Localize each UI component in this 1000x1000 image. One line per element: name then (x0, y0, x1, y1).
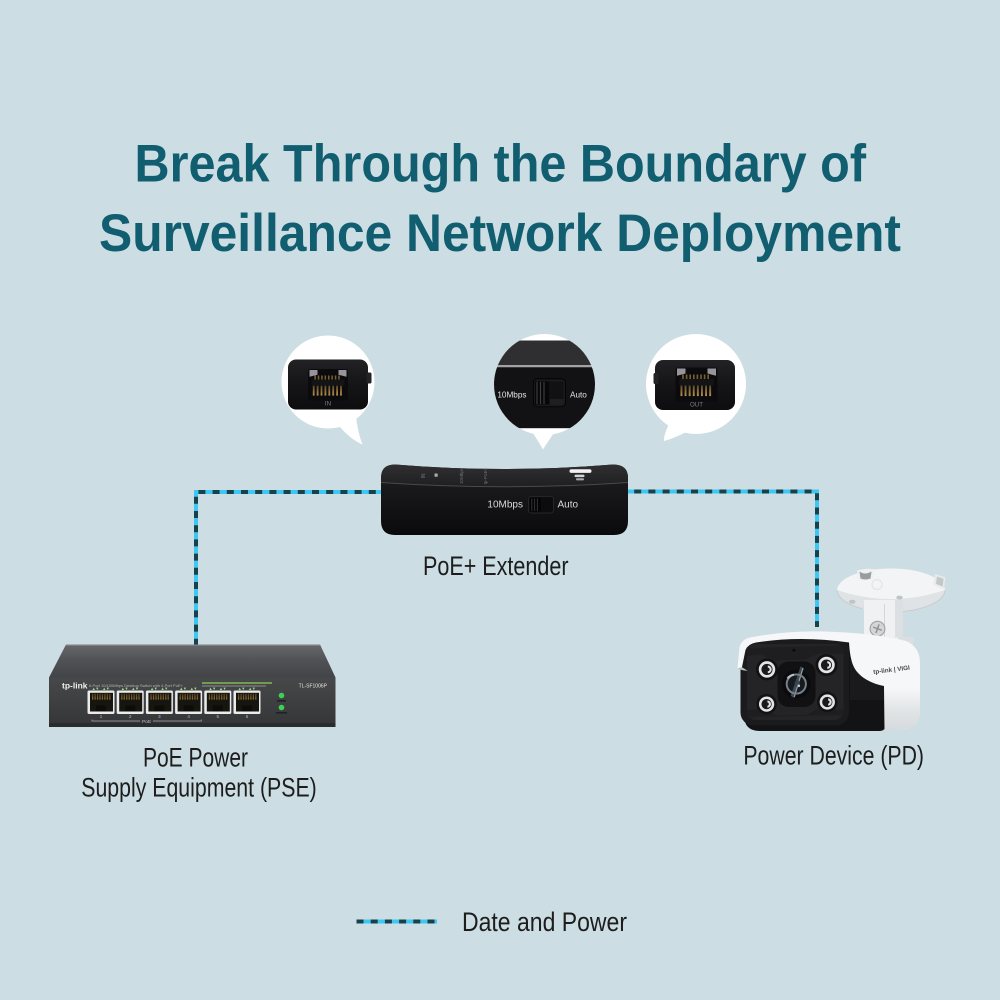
svg-text:PoE+ Extender: PoE+ Extender (423, 551, 569, 581)
svg-text:5: 5 (217, 714, 220, 719)
svg-text:6: 6 (246, 714, 249, 719)
svg-text:Break Through the Boundary of: Break Through the Boundary of (135, 135, 867, 194)
svg-text:PoE: PoE (142, 719, 151, 725)
svg-text:Supply Equipment (PSE): Supply Equipment (PSE) (81, 773, 317, 803)
svg-text:10Mbps: 10Mbps (497, 390, 526, 399)
svg-text:tp-link | VIGI: tp-link | VIGI (873, 665, 911, 676)
svg-text:Date and Power: Date and Power (462, 907, 627, 937)
svg-text:TL-SF1006P: TL-SF1006P (299, 684, 328, 690)
svg-text:Auto: Auto (558, 500, 579, 511)
svg-text:6-Port 10/100Mbps Desktop Swit: 6-Port 10/100Mbps Desktop Switch with 4-… (89, 683, 184, 688)
svg-text:PoE Power: PoE Power (143, 743, 248, 773)
svg-text:tp-PoE+: tp-PoE+ (483, 467, 488, 484)
svg-text:Power Device (PD): Power Device (PD) (743, 740, 924, 770)
svg-text:10Mbps: 10Mbps (459, 467, 464, 484)
svg-text:tp-link: tp-link (62, 681, 88, 691)
svg-text:Auto: Auto (570, 390, 587, 399)
svg-text:2: 2 (129, 714, 132, 719)
svg-text:Surveillance Network Deploymen: Surveillance Network Deployment (99, 204, 901, 263)
svg-text:3: 3 (158, 714, 161, 719)
svg-text:1: 1 (100, 714, 103, 719)
svg-text:IN: IN (421, 473, 427, 478)
svg-text:10Mbps: 10Mbps (487, 500, 523, 511)
svg-text:IN: IN (325, 401, 331, 408)
svg-text:OUT: OUT (690, 401, 703, 408)
svg-text:4: 4 (187, 714, 190, 719)
